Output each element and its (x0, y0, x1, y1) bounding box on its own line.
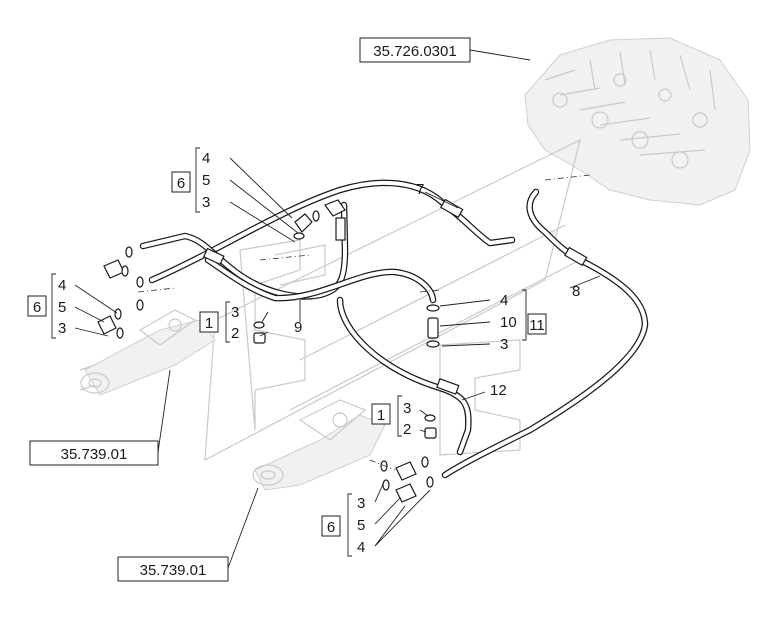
left-cylinder-ghost (80, 309, 216, 396)
part-number: 3 (357, 495, 365, 512)
group-box-label: 1 (205, 315, 213, 332)
part-number: 3 (403, 400, 411, 417)
callout-group-right-11: 4 10 3 11 (500, 289, 547, 353)
callout-hose-9: 9 (294, 319, 302, 336)
part-number: 3 (231, 304, 239, 321)
part-number: 4 (58, 277, 66, 294)
part-number: 4 (202, 150, 210, 167)
callout-group-left-6: 6 4 5 3 (27, 273, 66, 339)
hoses (139, 179, 649, 479)
reference-label: 35.739.01 (140, 562, 207, 579)
callout-group-bottom-6: 6 3 5 4 (321, 493, 365, 557)
part-number: 5 (357, 517, 365, 534)
group-box-label: 6 (327, 519, 335, 536)
part-number: 4 (500, 292, 508, 309)
group-box-label: 6 (33, 299, 41, 316)
part-number: 3 (500, 336, 508, 353)
reference-label: 35.726.0301 (373, 43, 456, 60)
group-box-label: 11 (529, 317, 545, 334)
callout-group-top-6: 6 4 5 3 (171, 147, 210, 213)
part-number: 5 (202, 172, 210, 189)
group-box-label: 1 (377, 407, 385, 424)
part-number: 10 (500, 314, 517, 331)
control-valve-ghost (524, 37, 751, 206)
part-number: 3 (202, 194, 210, 211)
callout-group-lower-1: 1 3 2 (371, 395, 411, 438)
reference-bottom-cylinder[interactable]: 35.739.01 (117, 556, 229, 582)
part-number: 5 (58, 299, 66, 316)
callout-group-middle-1: 1 3 2 (199, 301, 239, 343)
reference-label: 35.739.01 (61, 446, 128, 463)
part-number: 4 (357, 539, 365, 556)
reference-left-cylinder[interactable]: 35.739.01 (29, 440, 159, 466)
bottom-cylinder-ghost (252, 399, 386, 491)
leader-lines (74, 49, 601, 569)
reference-top-right[interactable]: 35.726.0301 (359, 37, 471, 63)
group-box-label: 6 (177, 175, 185, 192)
part-number: 3 (58, 320, 66, 337)
part-number: 2 (403, 421, 411, 438)
part-number: 2 (231, 325, 239, 342)
callout-hose-8: 8 (572, 283, 580, 300)
callout-hose-7: 7 (416, 181, 424, 198)
callout-hose-12: 12 (490, 382, 507, 399)
fittings (97, 174, 591, 503)
